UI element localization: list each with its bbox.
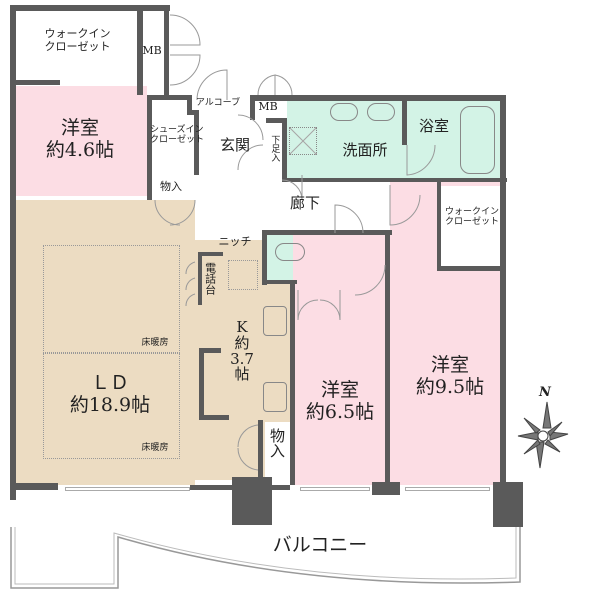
kitchen-label: K 約 3.7 帖 — [222, 318, 262, 384]
ld-label: ＬＤ 約18.9帖 — [55, 372, 165, 417]
shoes-in-closet-label: シューズイン クローゼット — [150, 125, 205, 146]
living-dining-room — [15, 200, 195, 485]
wall — [199, 348, 221, 353]
hallway — [195, 175, 390, 235]
wall — [385, 230, 390, 485]
shoe-box-label: 下足入 — [269, 135, 280, 162]
bathroom-label: 浴室 — [418, 117, 449, 135]
floor-heating-area — [43, 353, 180, 459]
wall — [187, 95, 192, 113]
western-room-3-name: 洋室 — [430, 354, 469, 376]
sink — [330, 103, 358, 121]
kitchen-name: K — [236, 318, 248, 336]
pillar — [232, 477, 272, 525]
storage-2-label: 物入 — [264, 428, 290, 462]
western-room-1-size: 約4.6帖 — [45, 138, 115, 161]
mb-label-2: MB — [258, 100, 278, 113]
western-room-1 — [15, 86, 147, 196]
western-room-1-name: 洋室 — [60, 117, 99, 139]
wall — [199, 415, 229, 420]
ld-size: 約18.9帖 — [69, 393, 151, 416]
storage-2-text: 物入 — [268, 428, 286, 458]
wall — [10, 483, 58, 490]
wall — [194, 110, 199, 175]
hallway-label: 廊下 — [289, 194, 320, 212]
niche-label: ニッチ — [218, 235, 252, 248]
wall — [500, 95, 506, 485]
wall — [10, 5, 16, 500]
toilet-bowl — [275, 243, 305, 261]
kitchen-size: 3.7 — [230, 349, 254, 368]
western-room-1-label: 洋室 約4.6帖 — [30, 117, 130, 162]
wic2-line2: クローゼット — [444, 217, 499, 228]
window — [300, 487, 370, 491]
walk-in-closet-1-label: ウォークイン クローゼット — [30, 27, 125, 53]
sic-line1: シューズイン — [150, 125, 204, 135]
window — [65, 487, 190, 491]
wall — [198, 252, 223, 256]
ld-name: ＬＤ — [90, 372, 129, 394]
western-room-2 — [293, 235, 385, 485]
kitchen-sink — [263, 306, 287, 336]
walk-in-closet-1 — [15, 10, 137, 80]
kitchen-counter-outline — [228, 260, 258, 290]
wic1-line2: クローゼット — [44, 39, 111, 53]
wall — [147, 95, 192, 100]
wall — [258, 420, 263, 480]
wall — [262, 230, 267, 285]
wic1-line1: ウォークイン — [44, 27, 111, 40]
wall — [198, 255, 202, 305]
floor-heating-area — [43, 245, 180, 353]
kitchen-approx: 約 — [234, 333, 250, 352]
stove — [263, 382, 287, 412]
wall — [137, 5, 143, 95]
mb-label-1: MB — [142, 44, 162, 57]
wall — [437, 266, 505, 271]
western-room-3-label: 洋室 約9.5帖 — [400, 354, 500, 399]
walk-in-closet-2 — [440, 186, 500, 268]
wall — [282, 118, 287, 180]
floor-heating-label-2: 床暖房 — [141, 443, 169, 453]
pillar — [372, 482, 400, 495]
sic-line2: クローゼット — [150, 135, 205, 146]
bathtub — [460, 106, 495, 174]
floor-heating-label-1: 床暖房 — [141, 338, 169, 348]
wic2-line1: ウォークイン — [444, 207, 499, 217]
western-room-2-size: 約6.5帖 — [305, 400, 375, 423]
storage-1-label: 物入 — [160, 180, 182, 193]
compass-icon — [517, 401, 569, 469]
wall — [437, 182, 441, 270]
wall — [187, 110, 199, 115]
kitchen-unit: 帖 — [234, 365, 250, 384]
phone-stand-label: 電話台 — [203, 262, 217, 295]
wall — [10, 80, 60, 85]
wall — [266, 118, 286, 123]
western-room-3-size: 約9.5帖 — [415, 375, 485, 398]
wall — [262, 280, 297, 284]
wall — [262, 230, 392, 235]
western-room-2-label: 洋室 約6.5帖 — [295, 379, 385, 424]
wall — [164, 5, 169, 95]
wall — [402, 100, 407, 145]
compass-north-label: N — [539, 385, 551, 400]
walk-in-closet-2-label: ウォークイン クローゼット — [442, 207, 502, 228]
pillar — [493, 482, 523, 527]
wall — [282, 178, 507, 182]
wall — [290, 280, 295, 485]
wall — [199, 348, 204, 420]
wall — [250, 95, 505, 101]
balcony-label: バルコニー — [272, 534, 368, 556]
washroom-label: 洗面所 — [342, 141, 388, 159]
bathroom — [405, 100, 500, 180]
alcove-label: アルコーブ — [195, 98, 241, 108]
wall — [10, 5, 170, 11]
western-room-2-name: 洋室 — [320, 379, 359, 401]
wall — [147, 95, 152, 200]
washing-machine-pan — [289, 127, 317, 155]
entrance-label: 玄関 — [219, 136, 250, 154]
window — [405, 487, 490, 491]
wall — [250, 95, 255, 120]
sink — [367, 103, 395, 121]
